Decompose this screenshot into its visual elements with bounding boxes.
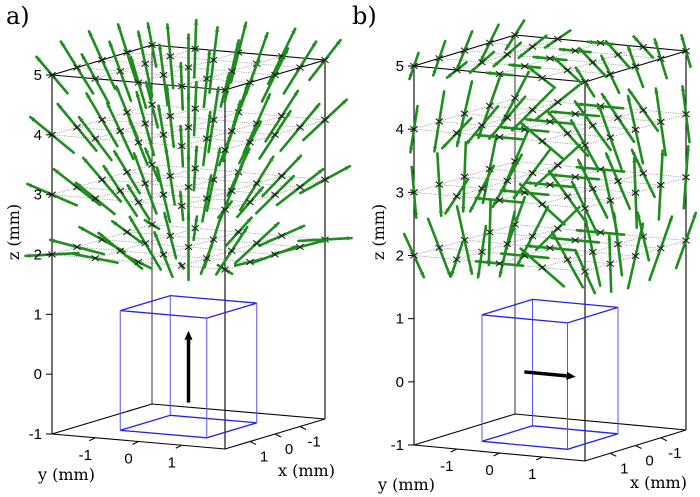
y-tick-label: 0 xyxy=(124,451,132,468)
panel-b-source-cube xyxy=(481,298,619,450)
y-tick-label: 0 xyxy=(485,462,493,479)
x-tick-label: -1 xyxy=(307,434,320,451)
x-tick-label: 0 xyxy=(645,453,653,470)
z-tick-label: 1 xyxy=(34,306,42,323)
z-tick-label: 1 xyxy=(396,311,404,328)
z-tick-label: 0 xyxy=(396,374,404,391)
panel-b-field-vectors xyxy=(402,19,698,295)
z-tick-label: 2 xyxy=(34,247,42,264)
panel-a-field-vectors xyxy=(24,18,353,282)
panel-a-y-label: y (mm) xyxy=(37,465,95,484)
z-tick-label: 5 xyxy=(396,58,404,75)
z-tick-label: 5 xyxy=(34,67,42,84)
panel-a-source-cube xyxy=(119,294,258,439)
panel-b-moment-arrow xyxy=(524,370,576,380)
z-tick-label: 2 xyxy=(396,248,404,265)
panel-b-label: b) xyxy=(352,2,377,30)
panel-a-x-label: x (mm) xyxy=(278,461,335,480)
z-tick-label: 4 xyxy=(396,121,404,138)
panel-a-moment-arrow xyxy=(184,330,193,403)
panel-a-z-label: z (mm) xyxy=(4,204,23,260)
panel-a-label: a) xyxy=(6,2,30,30)
x-tick-label: 1 xyxy=(620,460,628,477)
panel-b-x-label: x (mm) xyxy=(630,473,687,492)
z-tick-label: -1 xyxy=(391,437,404,454)
x-tick-label: 0 xyxy=(285,441,293,458)
z-tick-label: 4 xyxy=(34,127,42,144)
x-tick-label: 1 xyxy=(260,449,268,466)
x-tick-label: -1 xyxy=(668,445,681,462)
panel-b-z-label: z (mm) xyxy=(369,204,388,260)
panel-b-y-label: y (mm) xyxy=(377,475,435,494)
y-tick-label: -1 xyxy=(79,447,92,464)
y-tick-label: 1 xyxy=(528,466,536,483)
z-tick-label: -1 xyxy=(29,426,42,443)
z-tick-label: 0 xyxy=(34,366,42,383)
y-tick-label: -1 xyxy=(440,458,453,475)
y-tick-label: 1 xyxy=(168,454,176,471)
z-tick-label: 3 xyxy=(396,184,404,201)
z-tick-label: 3 xyxy=(34,187,42,204)
